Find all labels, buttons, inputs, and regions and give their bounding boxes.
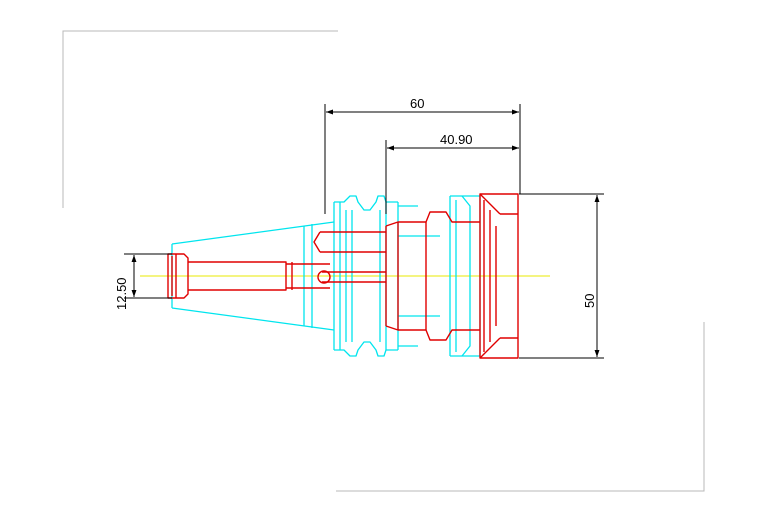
drawing-frame: [62, 30, 705, 492]
dimension-outer-diameter: 50: [519, 193, 604, 359]
dimension-shank-diameter: 12.50: [114, 253, 172, 310]
dimension-label-50: 50: [582, 294, 597, 308]
dimension-label-40-90: 40.90: [440, 132, 473, 147]
dimension-overall-length: 60: [324, 96, 521, 214]
dimension-front-length: 40.90: [385, 132, 519, 214]
dimension-label-12-50: 12.50: [114, 277, 129, 310]
tool-outline: [167, 193, 519, 359]
dimension-label-60: 60: [410, 96, 424, 111]
